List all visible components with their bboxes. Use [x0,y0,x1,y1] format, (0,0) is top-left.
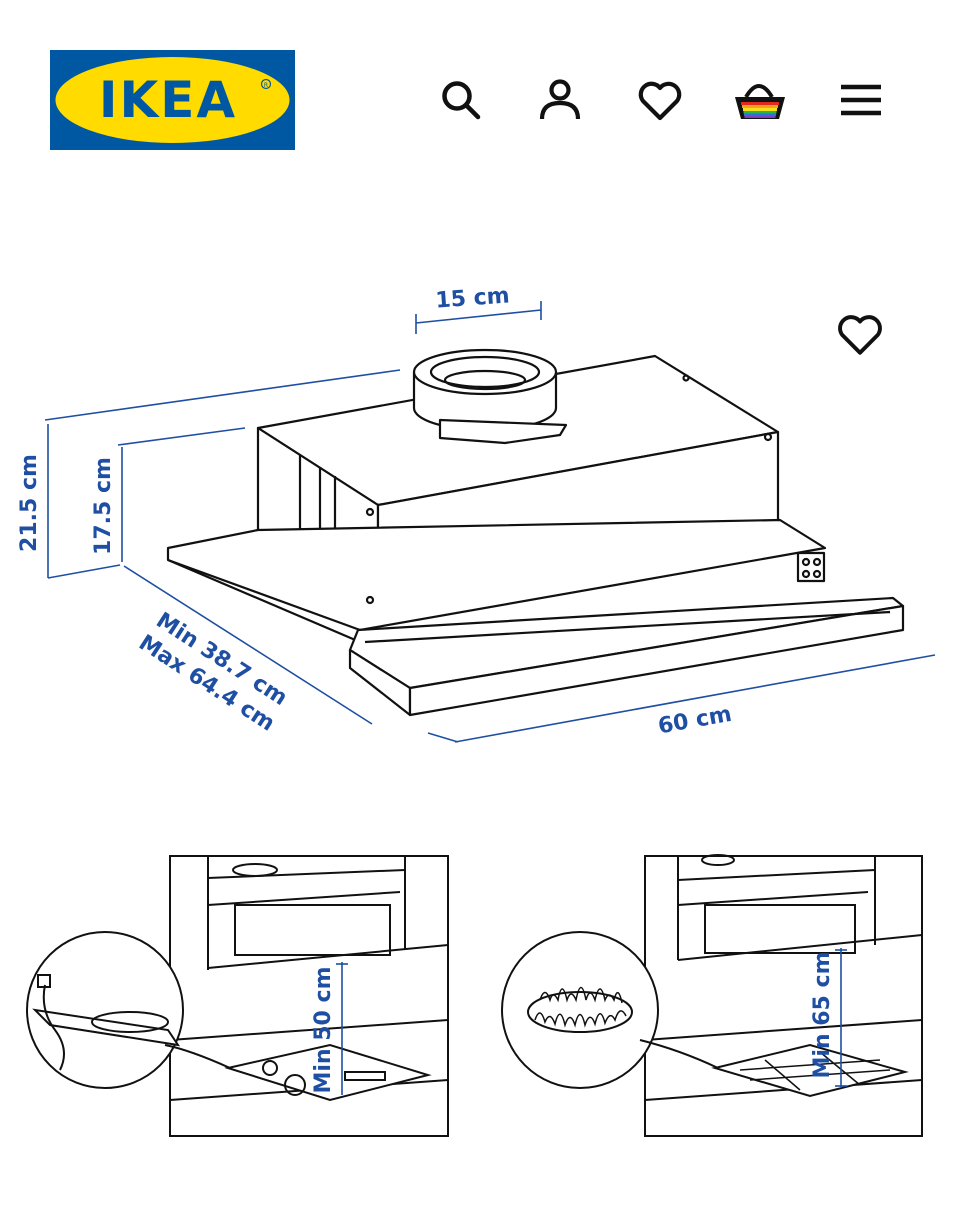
dimension-lines [44,301,936,743]
account-icon[interactable] [535,75,585,125]
svg-text:R: R [264,82,268,89]
favorites-icon[interactable] [635,75,685,125]
ikea-logo[interactable]: IKEA R [50,50,295,150]
gas-hob-clearance-illustration: Min 65 cm [501,854,923,1137]
gas-hob-clearance-label: Min 65 cm [810,952,835,1079]
dimension-duct-diameter: 15 cm [435,283,511,313]
add-to-favorites-button[interactable] [834,308,886,360]
cooker-hood-outline [166,348,905,717]
menu-icon[interactable] [836,75,886,125]
ikea-logo-graphic: IKEA R [50,50,295,150]
dimension-body-height: 17.5 cm [91,457,116,555]
logo-text: IKEA [99,71,237,129]
cart-icon[interactable] [732,75,785,125]
electric-hob-clearance-label: Min 50 cm [311,967,336,1094]
search-icon[interactable] [436,75,486,125]
site-header: IKEA R [0,0,960,180]
heart-icon [838,315,882,355]
dimension-width: 60 cm [656,702,733,740]
electric-hob-clearance-illustration: Min 50 cm [26,855,449,1137]
dimension-total-height: 21.5 cm [17,454,42,552]
product-dimension-drawing: 15 cm 21.5 cm 17.5 cm Min 38.7 cm Max 64… [17,283,936,743]
